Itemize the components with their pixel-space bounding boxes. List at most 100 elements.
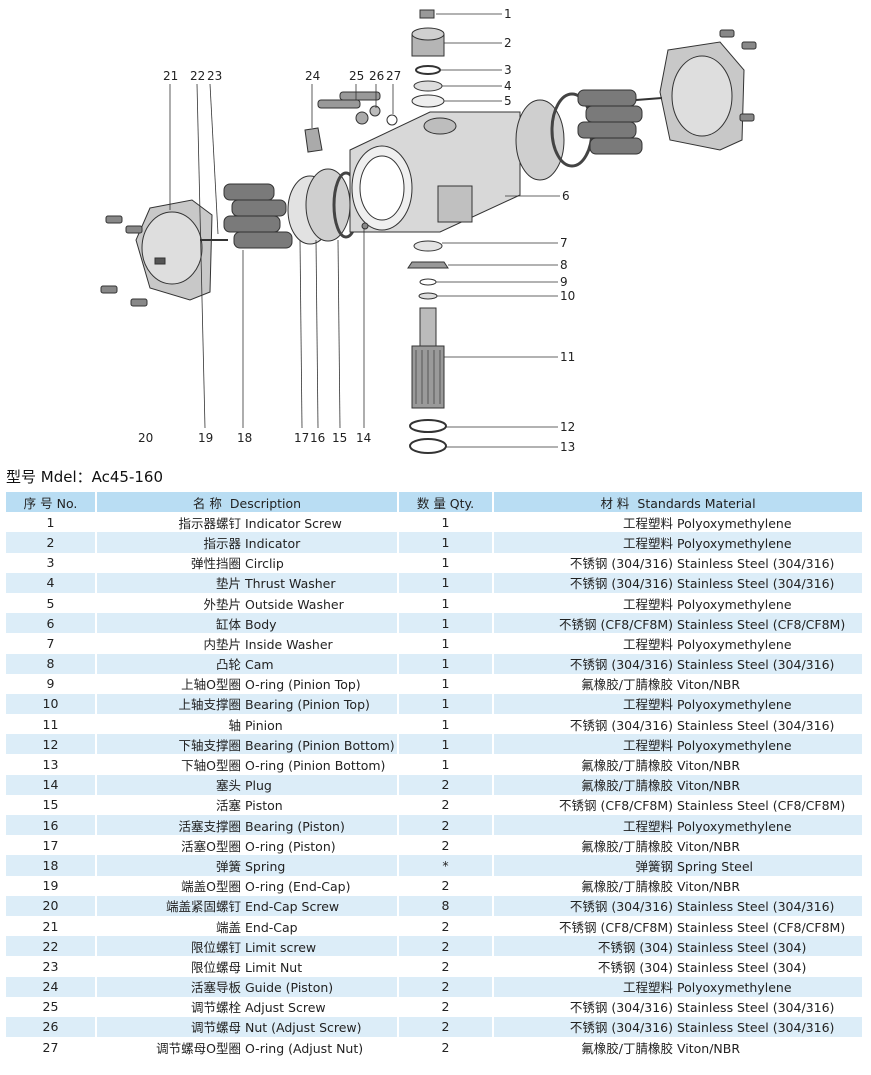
cell-name-en: Cam: [245, 657, 274, 673]
cell-name-en: Outside Washer: [245, 596, 344, 612]
cell-qty: 8: [398, 895, 494, 916]
cell-mat-cn: 弹簧钢: [635, 858, 673, 874]
cell-qty: 2: [398, 915, 494, 937]
cell-name-cn: 限位螺钉: [190, 939, 241, 955]
cell-no: 17: [6, 835, 97, 856]
cell-qty: *: [398, 855, 494, 876]
cell-no: 26: [6, 1016, 97, 1038]
cell-no: 5: [6, 592, 97, 614]
cell-name-cn: 调节螺母: [190, 1020, 241, 1036]
callout-22: 22: [190, 69, 205, 83]
cell-qty: 1: [398, 714, 494, 735]
cell-no: 14: [6, 774, 97, 795]
cell-mat-cn: 不锈钢 (304): [597, 959, 673, 975]
actuator-body-illustration: [349, 111, 521, 233]
cell-qty: 2: [398, 794, 494, 815]
model-title: 型号 Mdel：Ac45-160: [6, 468, 164, 486]
cell-name-cn: 凸轮: [215, 657, 241, 673]
header-description: 名 称 Description: [96, 492, 399, 513]
cell-mat-cn: 不锈钢 (CF8/CF8M): [559, 798, 673, 814]
callout-13: 13: [560, 440, 575, 454]
cell-qty: 2: [398, 996, 494, 1017]
cell-name-cn: 内垫片: [203, 636, 241, 652]
cell-name-cn: 下轴O型圈: [181, 758, 241, 774]
cell-mat-en: Polyoxymethylene: [677, 818, 792, 834]
cell-material: 不锈钢 (CF8/CF8M)Stainless Steel (CF8/CF8M): [493, 915, 864, 937]
callout-15: 15: [332, 431, 347, 445]
cell-name-cn: 调节螺栓: [190, 1000, 241, 1016]
leader-lines: [169, 13, 560, 448]
header-material: 材 料 Standards Material: [493, 492, 864, 513]
cell-name-cn: 调节螺母O型圈: [156, 1040, 241, 1056]
parts-table: 序 号 No. 名 称 Description 数 量 Qty. 材 料 Sta…: [6, 492, 864, 1058]
cell-name-cn: 指示器: [203, 535, 241, 551]
cell-mat-cn: 工程塑料: [622, 515, 673, 531]
cell-mat-cn: 工程塑料: [622, 596, 673, 612]
cam-washer-illustration: [407, 240, 449, 300]
cell-mat-cn: 不锈钢 (304/316): [569, 1000, 673, 1016]
callout-5: 5: [504, 94, 512, 108]
callout-27: 27: [386, 69, 401, 83]
cell-name-en: O-ring (Piston): [245, 838, 336, 854]
cell-mat-en: Polyoxymethylene: [677, 515, 792, 531]
cell-qty: 2: [398, 774, 494, 795]
cell-name-cn: 活塞: [215, 798, 241, 814]
cell-name-en: Body: [245, 616, 277, 632]
cell-name-en: Limit screw: [245, 939, 317, 955]
callout-23: 23: [207, 69, 222, 83]
cell-no: 3: [6, 552, 97, 573]
cell-name-en: Pinion: [245, 717, 283, 733]
cell-material: 不锈钢 (304/316)Stainless Steel (304/316): [493, 653, 864, 674]
cell-name-en: Plug: [245, 778, 272, 794]
cell-mat-en: Stainless Steel (CF8/CF8M): [677, 798, 846, 814]
adjust-screws-illustration: [317, 91, 398, 126]
callout-11: 11: [560, 350, 575, 364]
cell-mat-cn: 工程塑料: [622, 737, 673, 753]
cell-mat-en: Stainless Steel (304/316): [677, 1000, 835, 1016]
callout-9: 9: [560, 275, 568, 289]
callout-26: 26: [369, 69, 384, 83]
callout-25: 25: [349, 69, 364, 83]
pinion-illustration: [411, 307, 445, 409]
cell-name-en: Indicator Screw: [245, 515, 342, 531]
cell-qty: 1: [398, 512, 494, 533]
cell-material: 不锈钢 (304/316)Stainless Steel (304/316): [493, 1016, 864, 1038]
cell-mat-en: Stainless Steel (304/316): [677, 1020, 835, 1036]
cell-name-en: Spring: [245, 858, 286, 874]
cell-no: 7: [6, 633, 97, 654]
cell-mat-cn: 工程塑料: [622, 636, 673, 652]
cell-name-en: End-Cap: [245, 919, 298, 935]
cell-material: 不锈钢 (304/316)Stainless Steel (304/316): [493, 714, 864, 735]
cell-name-en: Thrust Washer: [245, 576, 336, 592]
right-end-cap-illustration: [635, 29, 757, 151]
